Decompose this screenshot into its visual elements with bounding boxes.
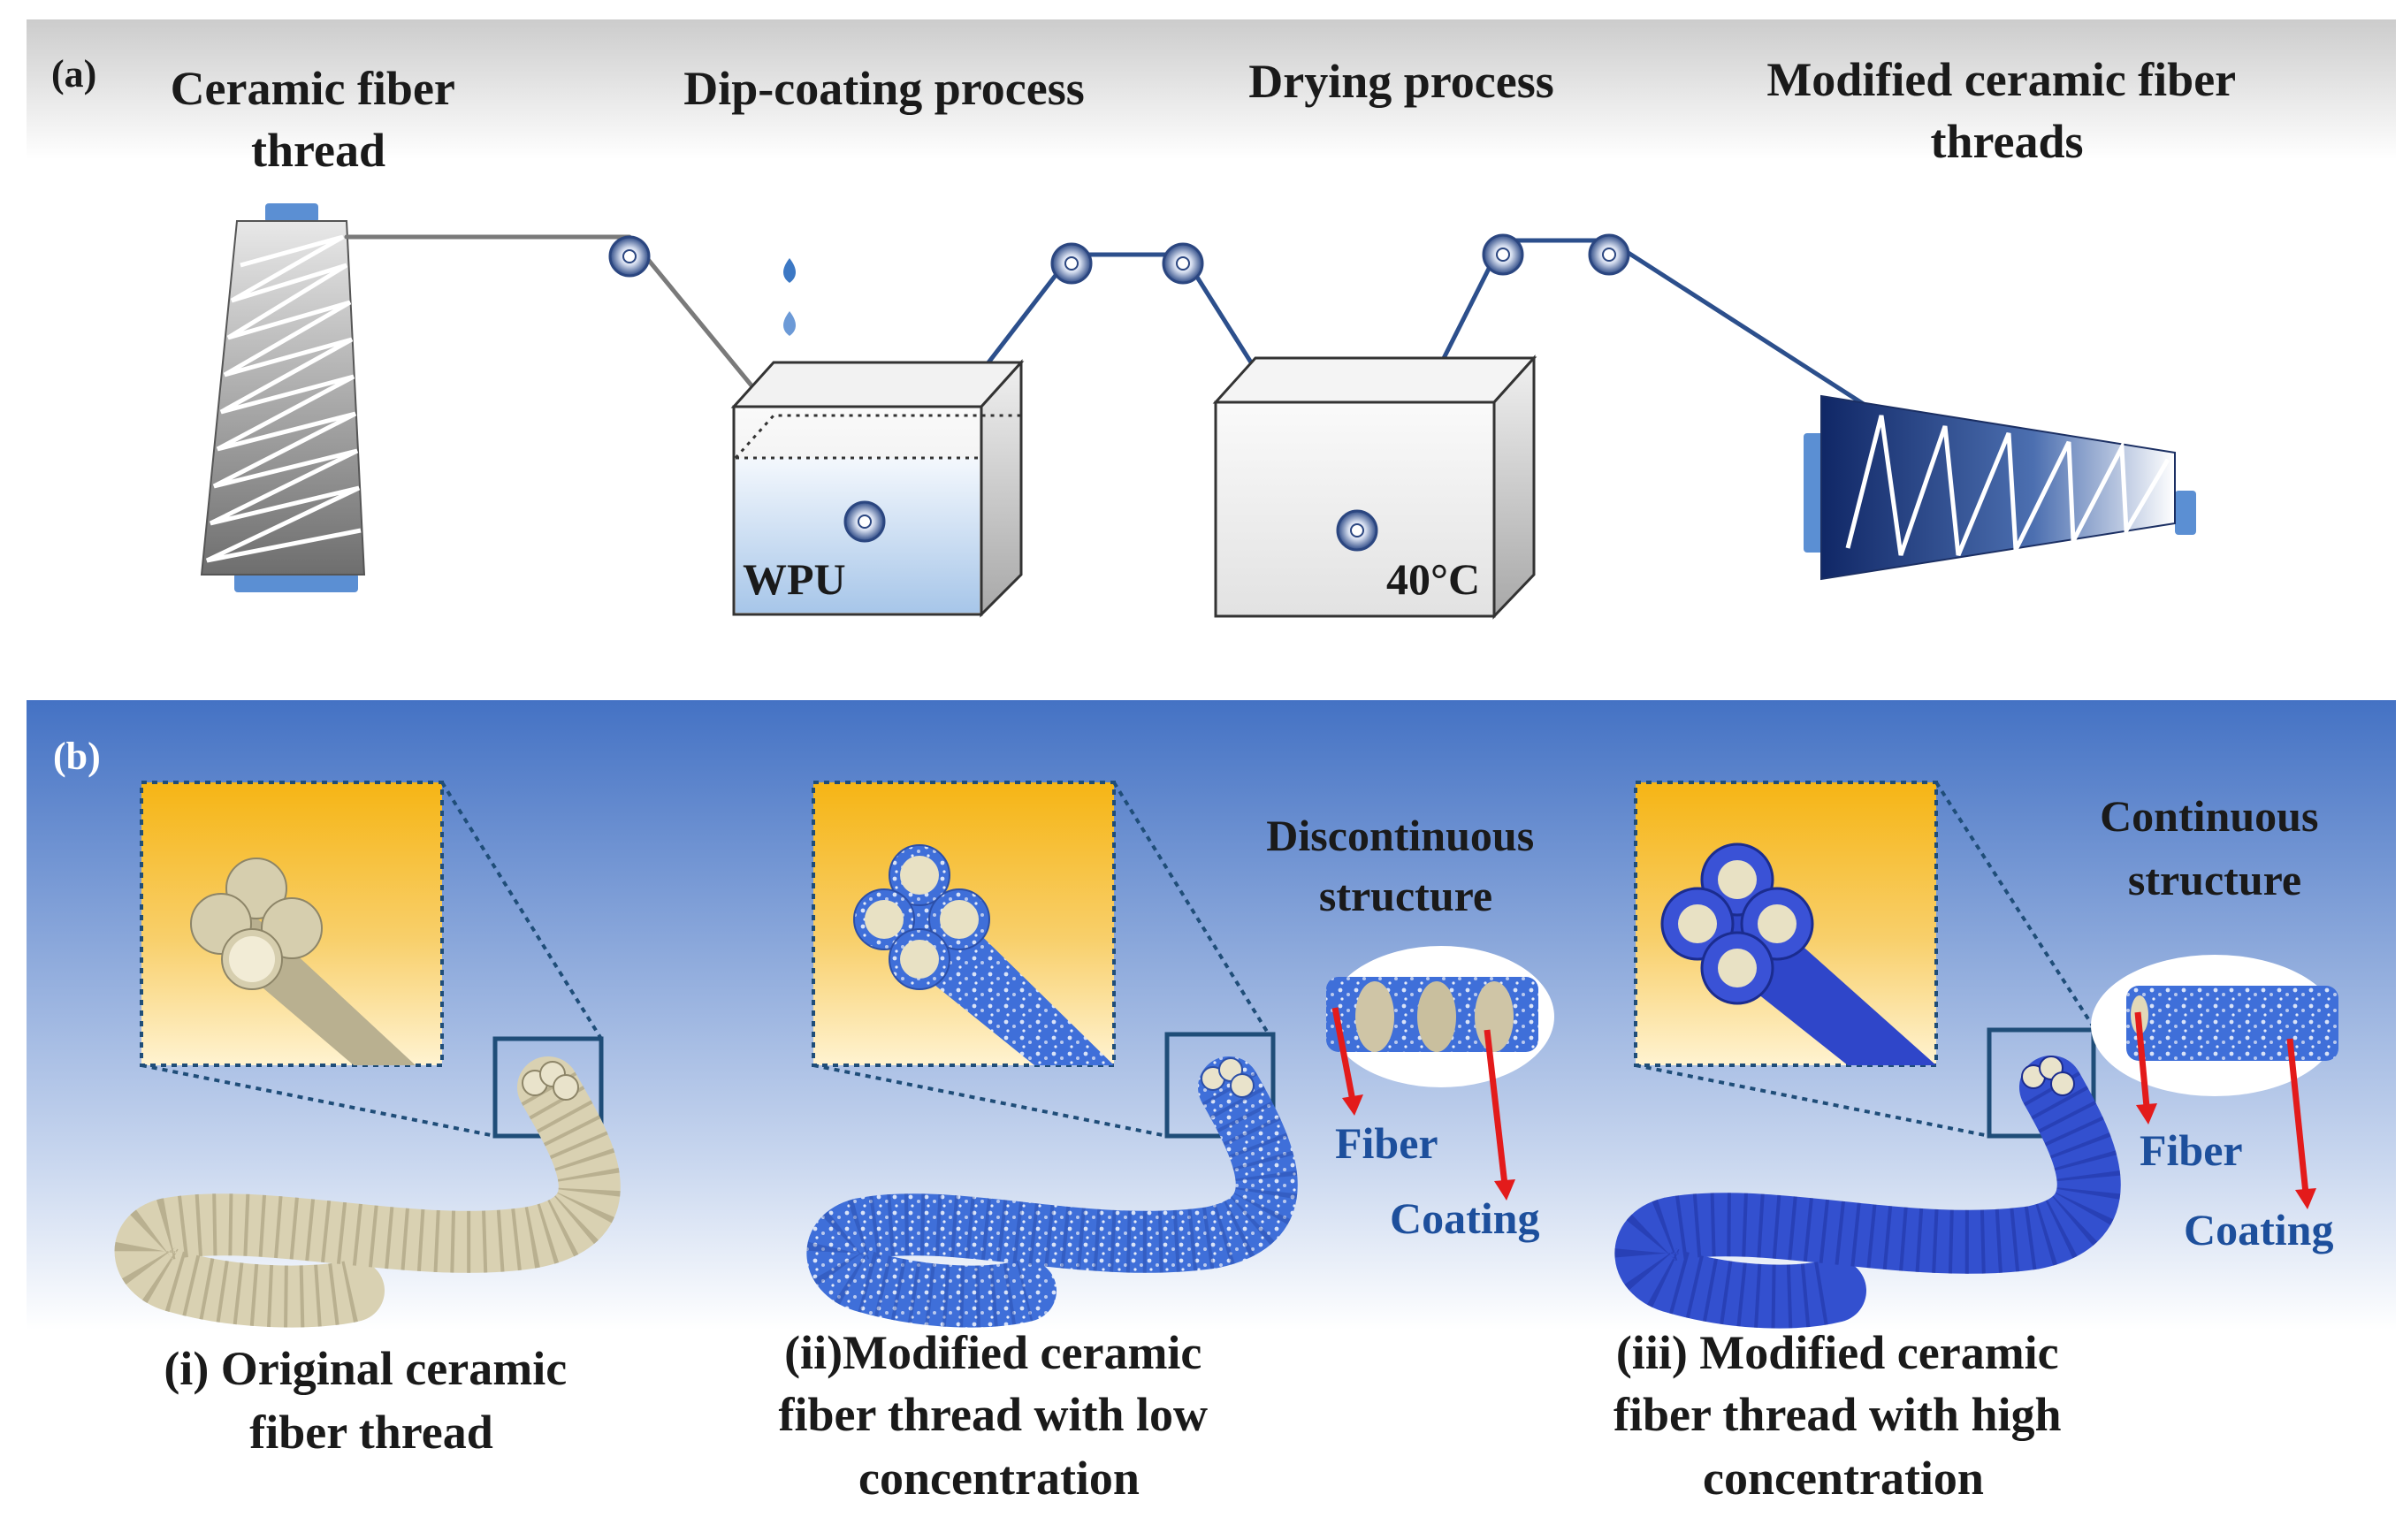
caption-original-line-2: fiber thread xyxy=(249,1406,492,1459)
caption-low-line-2: fiber thread with low xyxy=(779,1388,1209,1441)
drying-oven: 40°C xyxy=(1212,355,1537,620)
caption-original: (i) Original ceramic fiber thread xyxy=(164,1342,578,1459)
modified-threads-label-line-1: Modified ceramic fiber xyxy=(1766,53,2235,106)
panel-b: (b) xyxy=(27,700,2396,1540)
fiber-label: Fiber xyxy=(2140,1125,2243,1175)
pulley-icon xyxy=(1482,233,1524,276)
continuous-line-1: Continuous xyxy=(2100,791,2318,841)
bath-label: WPU xyxy=(743,554,846,604)
panel-a: (a) Ceramic fiber thread Dip-coating pro… xyxy=(27,19,2396,656)
high-concentration-thread: Continuous structure Fiber Coating (iii)… xyxy=(1613,781,2338,1505)
output-spool-icon xyxy=(1804,394,2196,581)
continuous-line-2: structure xyxy=(2128,855,2301,904)
discontinuous-line-2: structure xyxy=(1319,871,1492,920)
pulleys xyxy=(608,233,1630,552)
spool-label-line-2: thread xyxy=(251,124,385,177)
pulley-icon xyxy=(1162,242,1204,285)
caption-high-line-2: fiber thread with high xyxy=(1613,1388,2062,1441)
fiber-arrow xyxy=(2134,1011,2157,1125)
panel-b-tag: (b) xyxy=(53,735,101,778)
discontinuous-fiber-segment xyxy=(1326,977,1538,1052)
discontinuous-line-1: Discontinuous xyxy=(1266,811,1534,860)
discontinuous-structure-label: Discontinuous structure xyxy=(1266,811,1545,920)
pulley-icon xyxy=(1050,242,1093,285)
oven-temperature-label: 40°C xyxy=(1386,554,1480,604)
panel-a-tag: (a) xyxy=(51,52,96,95)
continuous-structure-label: Continuous structure xyxy=(2100,791,2330,904)
high-concentration-thread-body xyxy=(1614,1056,2121,1329)
coating-label: Coating xyxy=(1390,1193,1539,1243)
original-thread-body xyxy=(114,1056,621,1328)
coating-arrow xyxy=(1484,1029,1515,1201)
dip-coating-label: Dip-coating process xyxy=(683,62,1085,115)
modified-threads-label-line-2: threads xyxy=(1930,115,2083,168)
spool-label-line-1: Ceramic fiber xyxy=(171,62,454,115)
spool-label: Ceramic fiber thread xyxy=(171,62,467,177)
coating-label: Coating xyxy=(2184,1205,2333,1254)
caption-low-line-1: (ii)Modified ceramic xyxy=(784,1326,1202,1379)
drying-label: Drying process xyxy=(1248,55,1554,108)
caption-high-line-3: concentration xyxy=(1703,1452,1984,1505)
dip-coating-bath: WPU xyxy=(730,359,1025,618)
coating-arrow xyxy=(2286,1038,2316,1209)
low-concentration-thread: Discontinuous structure Fiber Coating xyxy=(779,781,1554,1505)
caption-original-line-1: (i) Original ceramic xyxy=(164,1342,567,1395)
source-spool-icon xyxy=(200,203,366,592)
caption-low-concentration: (ii)Modified ceramic fiber thread with l… xyxy=(779,1326,1220,1505)
original-thread: (i) Original ceramic fiber thread xyxy=(114,781,621,1459)
low-concentration-thread-body xyxy=(806,1056,1298,1328)
modified-threads-label: Modified ceramic fiber threads xyxy=(1766,53,2247,168)
high-concentration-bundle-zoom xyxy=(1660,842,1936,1065)
fiber-label: Fiber xyxy=(1335,1118,1438,1168)
fiber-arrow xyxy=(1331,1007,1363,1116)
caption-high-concentration: (iii) Modified ceramic fiber thread with… xyxy=(1613,1326,2073,1505)
caption-high-line-1: (iii) Modified ceramic xyxy=(1616,1326,2059,1379)
pulley-icon xyxy=(1336,509,1378,552)
low-concentration-bundle-zoom xyxy=(853,844,1114,1065)
pulley-icon xyxy=(843,500,886,543)
pulley-icon xyxy=(1588,233,1630,276)
caption-low-line-3: concentration xyxy=(858,1452,1140,1505)
pulley-icon xyxy=(608,235,651,278)
original-bundle-zoom xyxy=(190,858,416,1065)
continuous-fiber-segment xyxy=(2126,986,2338,1061)
